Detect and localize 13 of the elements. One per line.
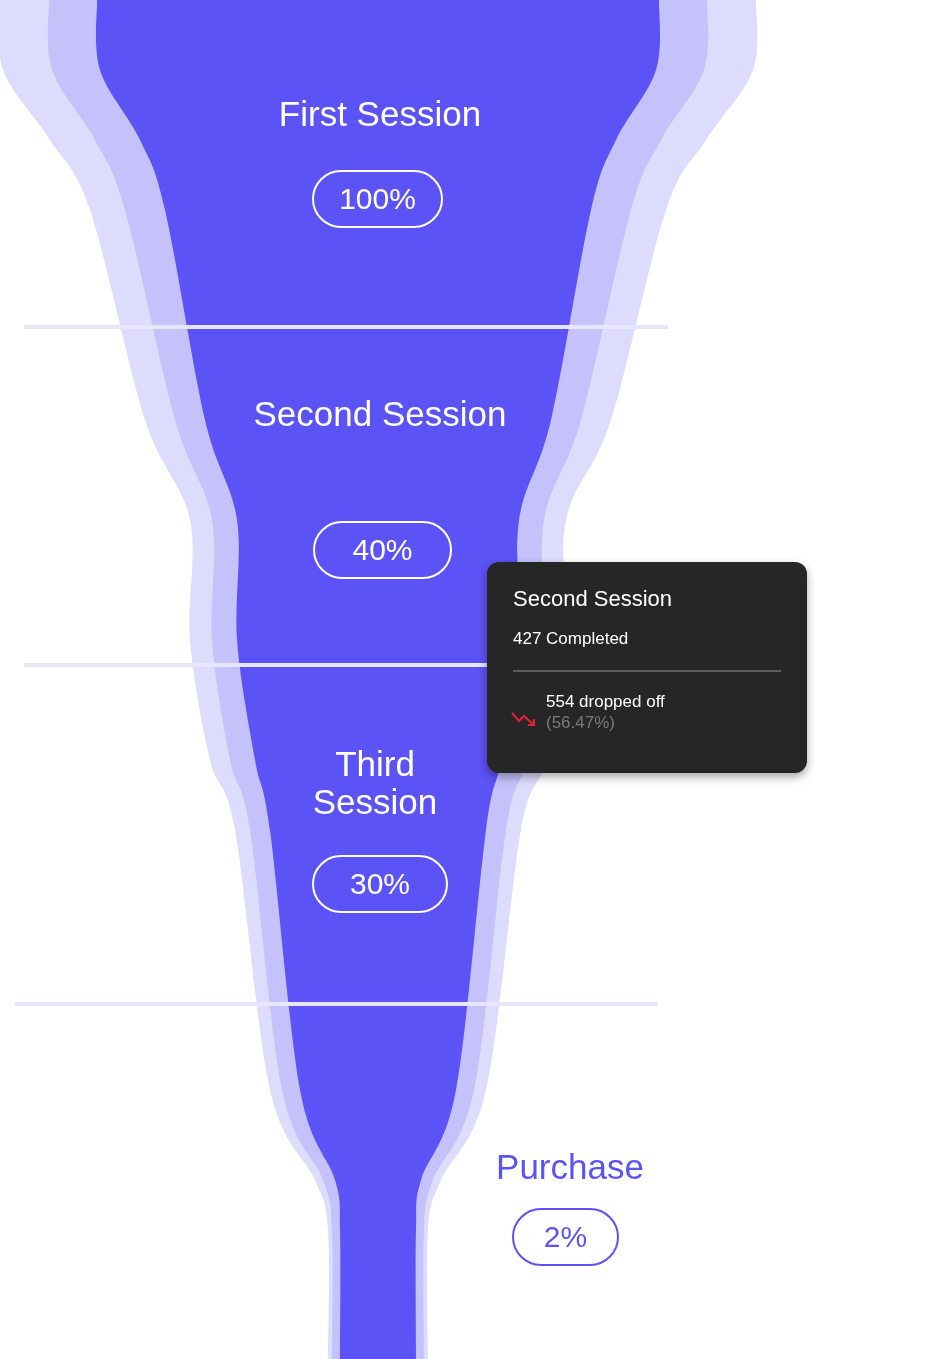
stage-title: Third Session (311, 745, 439, 821)
percentage-pill: 30% (312, 855, 448, 913)
tooltip-card (487, 562, 807, 773)
completed-count: 427 Completed (513, 629, 629, 649)
stage-title: Purchase (495, 1148, 645, 1186)
tooltip-title: Second Session (513, 586, 672, 612)
stage-title: Second Session (252, 395, 508, 433)
percentage-pill: 2% (512, 1208, 619, 1266)
dropped-off-percentage: (56.47%) (546, 713, 615, 733)
dropped-off-count: 554 dropped off (546, 692, 665, 712)
percentage-pill: 100% (312, 170, 443, 228)
stage-title: First Session (277, 95, 483, 133)
percentage-pill: 40% (313, 521, 452, 579)
